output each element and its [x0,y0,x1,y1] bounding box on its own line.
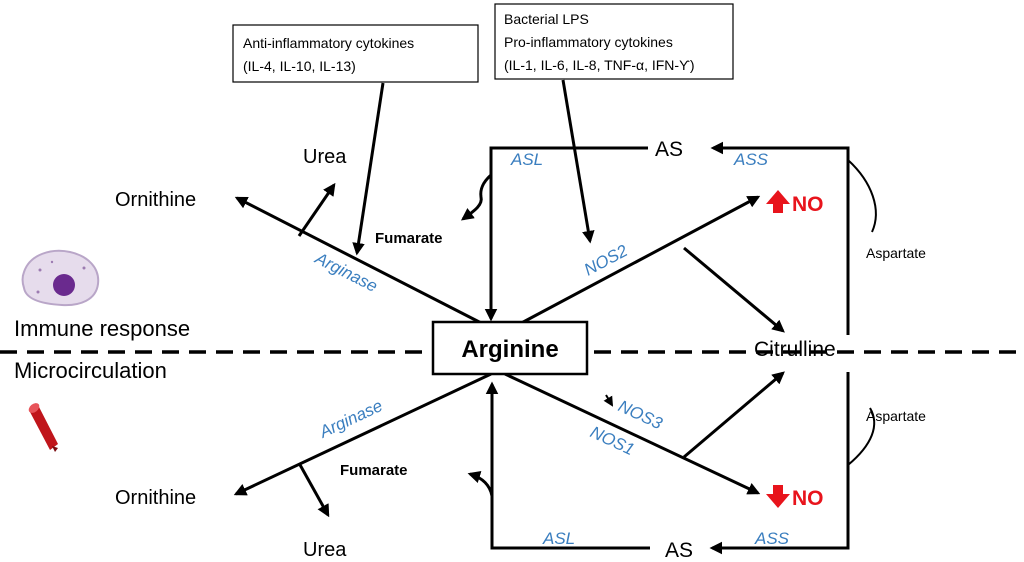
bottom-nos1-label: NOS1 [587,422,637,459]
down-arrow-icon [766,485,790,508]
anti-inflammatory-arrow [352,82,385,256]
nos3-decrease-arrow-icon [603,394,614,407]
bottom-aspartate-label: Aspartate [866,408,926,424]
bottom-ornithine-label: Ornithine [115,487,196,509]
anti-inflammatory-list: (IL-4, IL-10, IL-13) [243,58,356,74]
pro-inflammatory-title: Pro-inflammatory cytokines [504,34,673,50]
top-aspartate-curve [847,159,877,233]
anti-inflammatory-title: Anti-inflammatory cytokines [243,35,414,51]
bottom-as-label: AS [665,539,693,562]
top-fumarate-label: Fumarate [375,230,443,247]
section-immune-response: Immune response [14,316,190,341]
bottom-urea-label: Urea [303,539,347,561]
bottom-aspartate-curve [847,407,876,466]
pro-inflammatory-arrow [561,79,595,244]
bottom-no-decrease: NO [766,485,824,510]
top-nos2-label: NOS2 [581,241,631,280]
top-ass-label: ASS [733,150,769,169]
top-urea-label: Urea [303,146,347,168]
top-aspartate-label: Aspartate [866,245,926,261]
top-nos2-arrow [511,195,761,330]
top-asl-label: ASL [510,150,543,169]
bottom-nos-arrow [504,372,761,495]
top-as-label: AS [655,138,683,161]
anti-inflammatory-box: Anti-inflammatory cytokines (IL-4, IL-10… [232,24,479,83]
top-ass-arrow [710,141,850,335]
top-no-increase: NO [766,190,824,216]
arginine-box [431,320,589,376]
top-no-label: NO [792,193,824,216]
top-urea-arrow [297,182,336,237]
bottom-no-label: NO [792,487,824,510]
top-asl-arrow [484,146,648,322]
blood-vessel-icon [28,403,58,452]
bottom-fumarate-label: Fumarate [340,462,408,479]
top-arginase-arrow [234,196,492,330]
arginine-label: Arginine [461,336,558,363]
bottom-arginase-label: Arginase [316,396,386,442]
bottom-arginase-arrow [233,372,492,496]
bottom-ass-arrow [709,372,850,555]
citrulline-label: Citrulline [754,338,836,361]
bottom-ass-label: ASS [754,529,790,548]
bottom-citrulline-arrow [683,371,785,459]
top-ornithine-label: Ornithine [115,189,196,211]
bottom-asl-arrow [485,381,650,550]
section-microcirculation: Microcirculation [14,358,167,383]
bottom-asl-label: ASL [542,529,575,548]
immune-cell-icon [21,249,100,307]
top-citrulline-arrow [683,246,785,333]
bacterial-lps-label: Bacterial LPS [504,11,589,27]
bottom-urea-arrow [297,462,330,518]
top-fumarate-arrow [460,173,493,221]
pro-inflammatory-list: (IL-1, IL-6, IL-8, TNF-α, IFN-Ƴ) [504,57,695,73]
pro-inflammatory-box: Bacterial LPS Pro-inflammatory cytokines… [494,3,734,80]
up-arrow-icon [766,190,790,213]
bottom-fumarate-arrow [467,470,494,497]
